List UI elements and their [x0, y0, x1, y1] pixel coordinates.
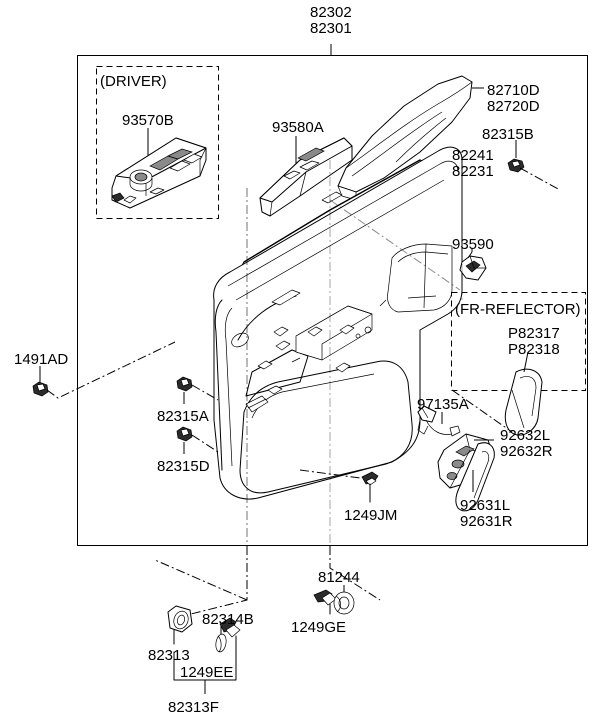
leaderdash-lower-left: [174, 546, 248, 619]
leaderdash-82315a: [191, 384, 219, 401]
label-93580a: 93580A: [272, 119, 324, 136]
part-82313-grommet: [167, 605, 193, 645]
label-93590: 93590: [452, 236, 494, 253]
part-82315d-clip: [176, 426, 193, 442]
label-82302: 82302: [310, 4, 352, 21]
leaderdash-1491ad: [46, 341, 176, 399]
leaderdash-lower-right: [329, 546, 381, 601]
label-82313: 82313: [148, 647, 190, 664]
label-82315a: 82315A: [157, 408, 209, 425]
label-82315d: 82315D: [157, 458, 210, 475]
label-82314b: 82314B: [202, 611, 254, 628]
label-reflector-box: (FR-REFLECTOR): [455, 301, 581, 318]
leaderdash-82315b: [519, 167, 561, 191]
part-93570b-power-window-switch: [111, 137, 207, 209]
leaderdash-lower-left2: [154, 559, 248, 601]
main-frame: [77, 55, 588, 546]
part-p82317-reflector: [504, 368, 543, 436]
leader-93590: [467, 251, 473, 259]
part-1491ad-clip: [32, 381, 49, 397]
label-92632l: 92632L: [500, 427, 551, 444]
label-1491ad: 1491AD: [14, 351, 69, 368]
label-93570b: 93570B: [122, 112, 174, 129]
part-1249ge-screw: [313, 589, 337, 615]
part-82315a-clip: [176, 376, 193, 392]
part-82314b-cap: [215, 633, 227, 653]
part-82302-door-trim-panel: [213, 146, 463, 500]
reflector-box-outline: [451, 292, 586, 391]
leaderdash-panel-diag: [329, 199, 461, 291]
part-82315b-clip: [507, 158, 525, 173]
label-82231: 82231: [452, 163, 494, 180]
part-93590-clip: [459, 255, 487, 281]
label-82301: 82301: [310, 20, 352, 37]
leader-p82317: [523, 351, 529, 373]
label-97135a: 97135A: [417, 396, 469, 413]
label-1249ee: 1249EE: [180, 664, 234, 681]
label-1249ge: 1249GE: [291, 619, 347, 636]
part-92631l-seat-trim: [455, 442, 495, 512]
leaderdash-82315d: [191, 434, 219, 453]
label-p82318: P82318: [508, 341, 560, 358]
label-82315b: 82315B: [482, 126, 534, 143]
part-93580a-passenger-switch: [259, 137, 353, 217]
leaderdash-reflector: [451, 389, 513, 433]
label-82241: 82241: [452, 147, 494, 164]
label-driver-box: (DRIVER): [100, 73, 167, 90]
label-92632r: 92632R: [500, 443, 553, 460]
part-1249ee-screw: [219, 617, 241, 661]
label-82720d: 82720D: [487, 98, 540, 115]
label-82710d: 82710D: [487, 82, 540, 99]
part-82710d-armrest: [337, 75, 473, 201]
label-92631l: 92631L: [460, 497, 511, 514]
part-97135a-connector: [417, 405, 461, 437]
label-92631r: 92631R: [460, 513, 513, 530]
label-1249jm: 1249JM: [344, 507, 398, 524]
part-81244-cap: [333, 591, 355, 615]
label-82313f: 82313F: [168, 699, 219, 716]
label-p82317: P82317: [508, 325, 560, 342]
leaderdash-1249jm: [299, 469, 361, 479]
driver-box-outline: [96, 66, 219, 219]
label-81244: 81244: [318, 569, 360, 586]
part-1249jm-screw: [361, 471, 379, 503]
